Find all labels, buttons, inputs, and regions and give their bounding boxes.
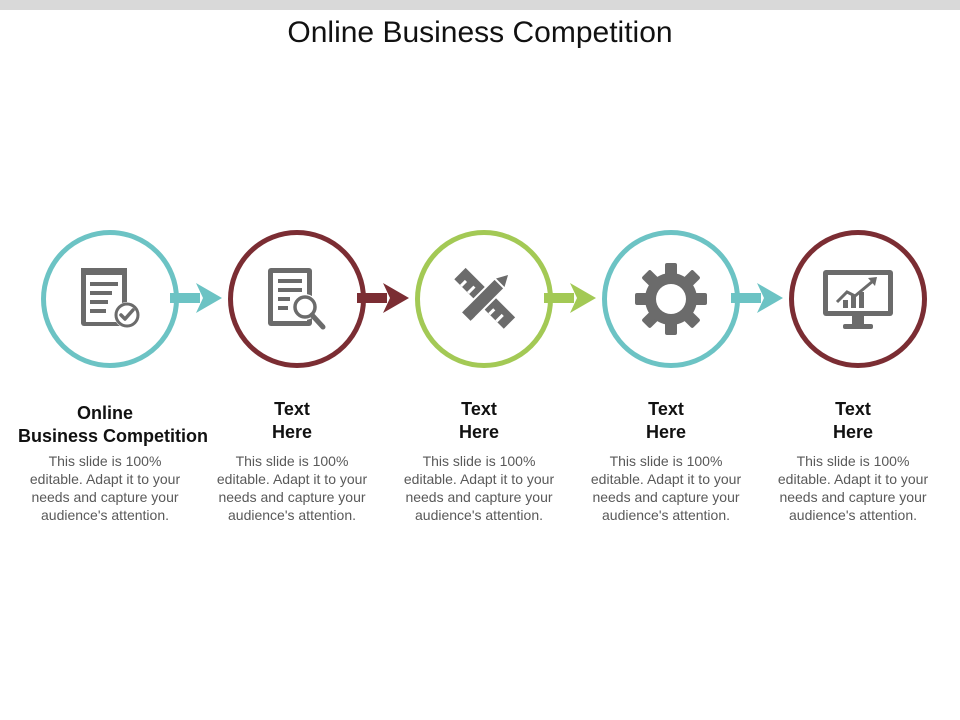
step-heading: Text Here [271,399,313,442]
step-description: This slide is 100% editable. Adapt it to… [590,453,742,523]
checklist-icon [81,268,140,328]
step-description: This slide is 100% editable. Adapt it to… [403,453,555,523]
gear-icon [635,263,707,335]
step-heading: Text Here [832,399,874,442]
step-circle [415,230,553,368]
step-circle [41,230,179,368]
step-description: This slide is 100% editable. Adapt it to… [29,453,181,523]
top-bar [0,0,960,10]
step-description: This slide is 100% editable. Adapt it to… [777,453,929,523]
step-heading: Text Here [458,399,500,442]
arrow-1 [170,283,222,313]
arrow-3 [544,283,596,313]
step-circle [602,230,740,368]
step-description: This slide is 100% editable. Adapt it to… [216,453,368,523]
document-search-icon [268,268,326,330]
page-title: Online Business Competition [287,16,673,49]
step-circle [789,230,927,368]
arrow-4 [731,283,783,313]
step-heading: Text Here [645,399,687,442]
monitor-chart-icon [823,270,893,329]
arrow-2 [357,283,409,313]
step-circle [228,230,366,368]
pencil-ruler-icon [454,267,516,329]
step-heading: Online Business Competition [18,403,209,446]
